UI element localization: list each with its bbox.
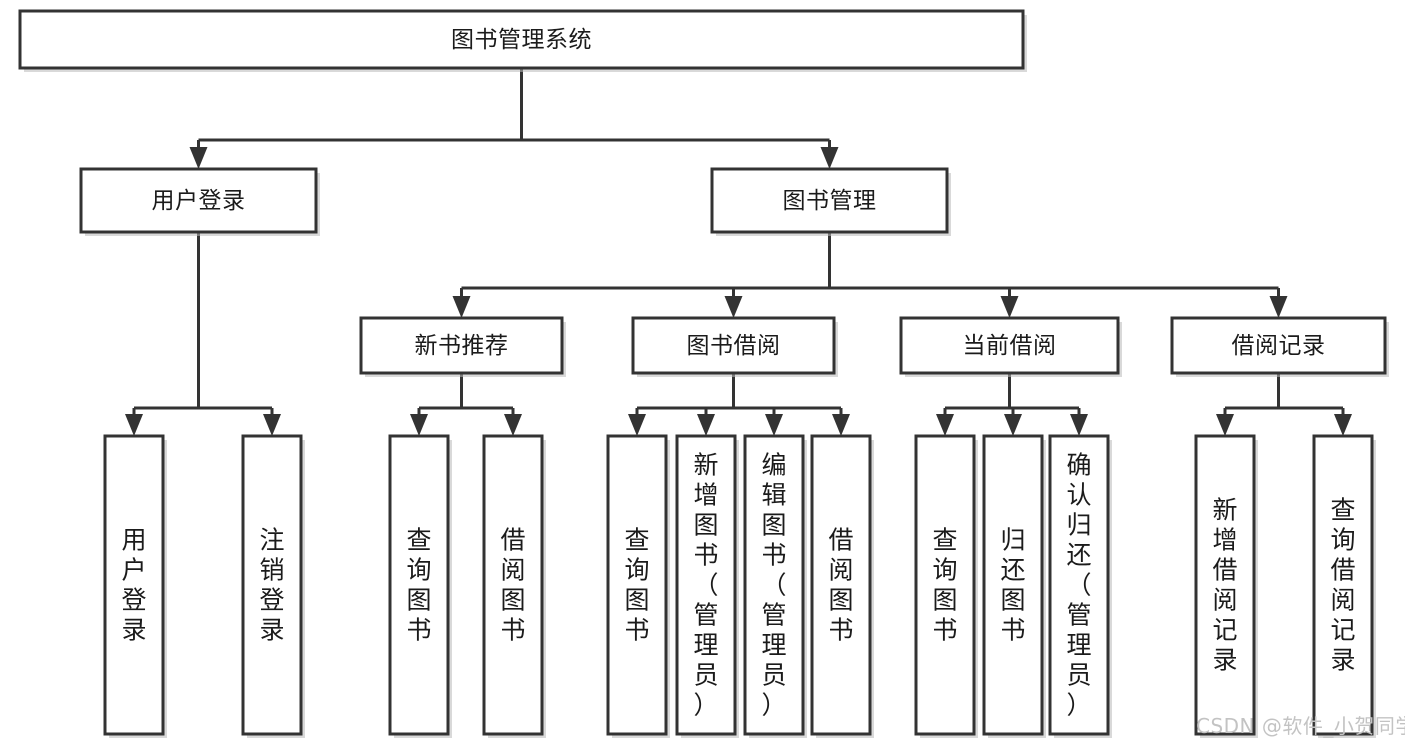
node-border	[1048, 434, 1110, 736]
node-label: 当前借阅	[963, 333, 1057, 359]
node-border	[18, 9, 1025, 70]
node-border	[1170, 316, 1387, 375]
node-borrow-record[interactable]: 借阅记录	[1170, 316, 1389, 377]
current-borrow-arrow-0-head	[936, 414, 954, 436]
book-manage-arrow-1-head	[724, 296, 743, 318]
node-label: 新增借阅记录	[1212, 495, 1237, 674]
node-label: 查询图书	[406, 525, 431, 644]
node-book-borrow[interactable]: 图书借阅	[631, 316, 838, 377]
node-root[interactable]: 图书管理系统	[18, 9, 1027, 72]
csdn-watermark: CSDN @软件_小贺同学	[1196, 714, 1405, 738]
borrow-record-arrow-1-head	[1334, 414, 1352, 436]
current-borrow-arrow-2-head	[1070, 414, 1088, 436]
node-label: 查询图书	[932, 525, 957, 644]
current-borrow-arrow-1-head	[1004, 414, 1022, 436]
node-border	[79, 167, 318, 234]
node-label: 新增图书（管理员）	[693, 450, 718, 719]
connector-layer	[125, 68, 1352, 436]
book-borrow-arrow-3-head	[832, 414, 850, 436]
node-border	[914, 434, 976, 736]
node-label: 新书推荐	[415, 333, 509, 359]
node-leaf-logout[interactable]: 注销登录	[241, 434, 305, 738]
book-borrow-arrow-0-head	[628, 414, 646, 436]
node-border	[103, 434, 165, 736]
node-leaf-user-login[interactable]: 用户登录	[103, 434, 167, 738]
node-label: 归还图书	[1000, 525, 1025, 644]
node-border	[1312, 434, 1374, 736]
node-border	[388, 434, 450, 736]
node-label: 图书管理	[783, 188, 877, 214]
node-border	[899, 316, 1120, 375]
book-borrow-arrow-2-head	[765, 414, 783, 436]
node-border	[482, 434, 544, 736]
node-leaf-add-book[interactable]: 新增图书（管理员）	[675, 434, 739, 738]
user-login-arrow-0-head	[125, 414, 143, 436]
node-label: 借阅图书	[500, 525, 525, 644]
node-label: 用户登录	[152, 188, 246, 214]
node-label: 编辑图书（管理员）	[761, 450, 786, 719]
node-border	[241, 434, 303, 736]
book-manage-arrow-2-head	[1000, 296, 1019, 318]
book-manage-arrow-0-head	[452, 296, 471, 318]
node-leaf-query-record[interactable]: 查询借阅记录	[1312, 434, 1376, 738]
node-border	[606, 434, 668, 736]
node-label: 图书借阅	[687, 333, 781, 359]
new-book-recommend-arrow-0-head	[410, 414, 428, 436]
node-leaf-query-book-borrow[interactable]: 查询图书	[606, 434, 670, 738]
root-arrow-0-head	[189, 147, 208, 169]
node-label: 用户登录	[121, 525, 146, 644]
node-leaf-query-book-new[interactable]: 查询图书	[388, 434, 452, 738]
node-layer: 图书管理系统用户登录图书管理新书推荐图书借阅当前借阅借阅记录用户登录注销登录查询…	[18, 9, 1389, 738]
node-user-login[interactable]: 用户登录	[79, 167, 320, 236]
book-borrow-arrow-1-head	[697, 414, 715, 436]
node-book-manage[interactable]: 图书管理	[710, 167, 951, 236]
node-border	[675, 434, 737, 736]
node-leaf-add-record[interactable]: 新增借阅记录	[1194, 434, 1258, 738]
node-label: 查询借阅记录	[1330, 495, 1355, 674]
root-arrow-1-head	[820, 147, 839, 169]
node-leaf-query-book-current[interactable]: 查询图书	[914, 434, 978, 738]
node-label: 借阅记录	[1232, 333, 1326, 359]
new-book-recommend-arrow-1-head	[504, 414, 522, 436]
node-leaf-borrow-book[interactable]: 借阅图书	[810, 434, 874, 738]
node-border	[1194, 434, 1256, 736]
node-label: 借阅图书	[828, 525, 853, 644]
node-leaf-return-book[interactable]: 归还图书	[982, 434, 1046, 738]
node-border	[982, 434, 1044, 736]
node-border	[359, 316, 564, 375]
node-new-book-recommend[interactable]: 新书推荐	[359, 316, 566, 377]
node-border	[710, 167, 949, 234]
node-leaf-confirm-return[interactable]: 确认归还（管理员）	[1048, 434, 1112, 738]
node-label: 查询图书	[624, 525, 649, 644]
node-border	[743, 434, 805, 736]
book-manage-arrow-3-head	[1269, 296, 1288, 318]
node-label: 注销登录	[259, 525, 284, 644]
user-login-arrow-1-head	[263, 414, 281, 436]
node-leaf-edit-book[interactable]: 编辑图书（管理员）	[743, 434, 807, 738]
node-label: 图书管理系统	[451, 27, 592, 53]
node-border	[631, 316, 836, 375]
borrow-record-arrow-0-head	[1216, 414, 1234, 436]
node-border	[810, 434, 872, 736]
node-label: 确认归还（管理员）	[1066, 450, 1091, 719]
node-leaf-borrow-book-new[interactable]: 借阅图书	[482, 434, 546, 738]
node-current-borrow[interactable]: 当前借阅	[899, 316, 1122, 377]
